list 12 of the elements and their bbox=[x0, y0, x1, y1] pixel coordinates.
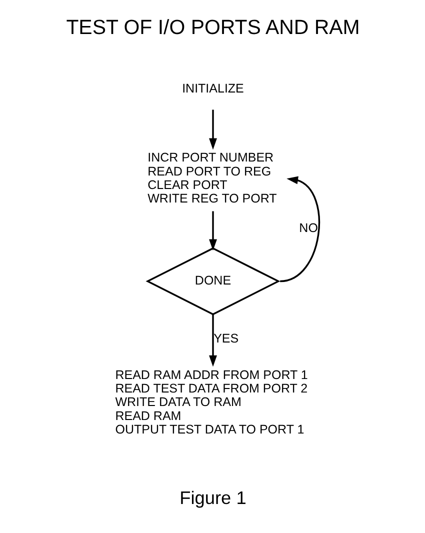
arrow bbox=[208, 211, 216, 251]
node-text: INCR PORT NUMBER READ PORT TO REG CLEAR PORT WRITE REG TO PORT bbox=[147, 150, 276, 206]
node-text: READ RAM ADDR FROM PORT 1 READ TEST DATA FROM PORT 2 WRITE DATA TO RAM READ RAM OUTPUT TEST DATA TO PORT 1 bbox=[114, 368, 308, 436]
arrow bbox=[279, 176, 320, 282]
edge-label: YES bbox=[213, 331, 238, 346]
node-text: INITIALIZE bbox=[182, 81, 244, 96]
arrow bbox=[208, 110, 216, 150]
diagram-title: TEST OF I/O PORTS AND RAM bbox=[66, 16, 360, 39]
node-diamond: DONE bbox=[145, 247, 280, 316]
arrow bbox=[208, 314, 216, 367]
edge-label: NO bbox=[298, 220, 318, 235]
caption: Figure 1 bbox=[179, 488, 246, 508]
